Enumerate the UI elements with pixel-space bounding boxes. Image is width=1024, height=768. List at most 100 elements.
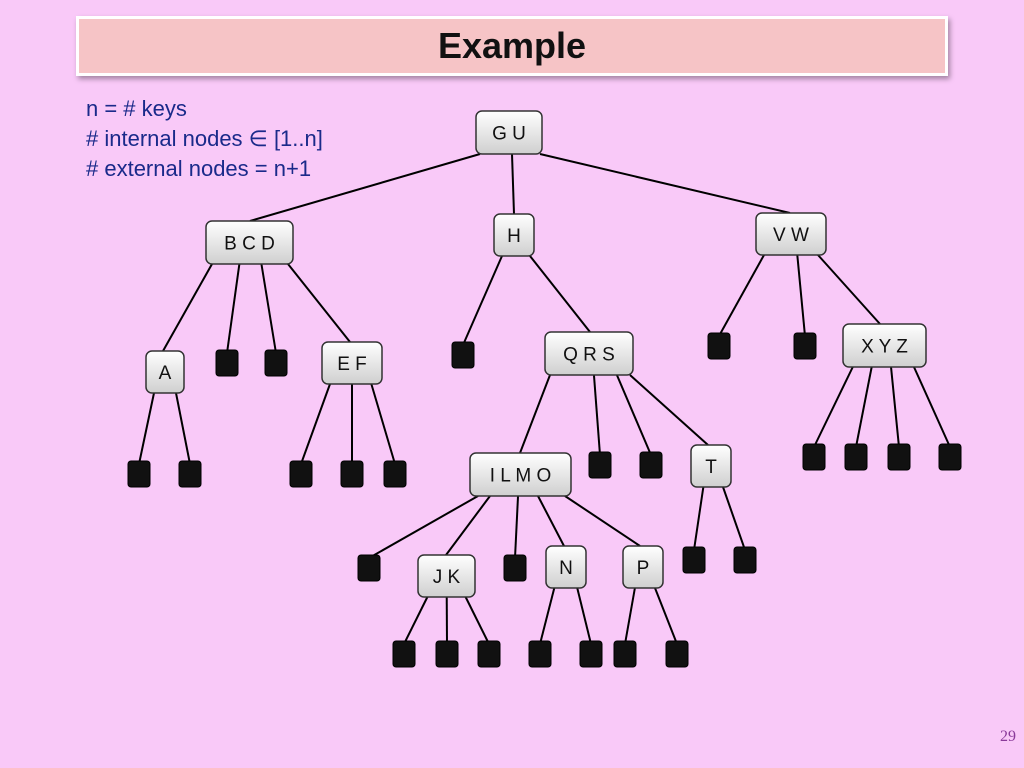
internal-node-qrs: Q R S [544, 331, 634, 376]
node-box [842, 323, 927, 368]
external-node [588, 451, 612, 479]
edge-p-leaf-25 [624, 587, 636, 645]
external-node [127, 460, 151, 488]
external-node [682, 546, 706, 574]
internal-node-ilmo: I L M O [469, 452, 572, 497]
node-box [755, 212, 827, 256]
edge-h-qrs [529, 255, 591, 333]
node-box [417, 554, 476, 598]
title-bar: Example [76, 16, 948, 76]
edge-bcd-leaf-1 [260, 263, 277, 354]
node-box [545, 545, 587, 589]
note-external-nodes: # external nodes = n+1 [86, 156, 312, 181]
node-label: X Y Z [861, 337, 908, 358]
node-label: Q R S [563, 345, 615, 366]
edge-vw-leaf-3 [718, 254, 765, 337]
internal-node-ef: E F [321, 341, 383, 385]
node-box [493, 213, 535, 257]
edge-bcd-a [162, 263, 213, 352]
external-node [613, 640, 637, 668]
node-box [145, 350, 185, 394]
edge-vw-leaf-4 [796, 254, 806, 337]
edge-h-leaf-2 [462, 255, 503, 346]
node-box [205, 220, 294, 265]
edge-qrs-leaf-10 [592, 374, 601, 456]
node-box [622, 545, 664, 589]
edge-gu-h [511, 153, 515, 215]
external-node [435, 640, 459, 668]
node-box [321, 341, 383, 385]
internal-node-a: A [145, 350, 185, 394]
node-label: I L M O [490, 466, 552, 487]
external-node [707, 332, 731, 360]
external-node [340, 460, 364, 488]
node-box [690, 444, 732, 488]
internal-node-gu: G U [475, 110, 543, 155]
edge-t-leaf-19 [722, 486, 746, 551]
internal-node-bcd: B C D [205, 220, 294, 265]
internal-node-jk: J K [417, 554, 476, 598]
internal-node-xyz: X Y Z [842, 323, 927, 368]
edge-ilmo-p [564, 495, 641, 547]
edge-t-leaf-18 [693, 486, 705, 551]
page-number: 29 [1000, 728, 1016, 745]
external-node [793, 332, 817, 360]
node-label: N [559, 558, 573, 579]
external-node [178, 460, 202, 488]
edge-p-leaf-26 [654, 587, 678, 645]
external-node [802, 443, 826, 471]
internal-node-vw: V W [755, 212, 827, 256]
edge-gu-bcd [249, 153, 481, 222]
internal-node-h: H [493, 213, 535, 257]
edge-ef-leaf-9 [370, 383, 396, 465]
slide-title: Example [437, 25, 587, 66]
notes: n = # keys # internal nodes ∈ [1..n] # e… [86, 94, 323, 184]
node-label: J K [433, 567, 461, 588]
external-node [733, 546, 757, 574]
edge-ilmo-n [537, 495, 565, 547]
edge-ilmo-leaf-16 [368, 495, 479, 559]
internal-node-n: N [545, 545, 587, 589]
external-node [264, 349, 288, 377]
edge-a-leaf-5 [138, 392, 155, 465]
external-node [639, 451, 663, 479]
external-node [289, 460, 313, 488]
node-label: A [159, 363, 172, 384]
node-label: G U [492, 124, 526, 145]
edge-bcd-ef [287, 263, 351, 343]
edge-qrs-leaf-11 [615, 374, 652, 456]
external-node [528, 640, 552, 668]
edge-xyz-leaf-13 [855, 366, 873, 448]
node-label: T [705, 457, 717, 478]
edge-n-leaf-24 [576, 587, 592, 645]
edge-bcd-leaf-0 [226, 263, 241, 354]
external-node [215, 349, 239, 377]
edge-xyz-leaf-14 [890, 366, 900, 448]
node-label: H [507, 226, 521, 247]
edge-xyz-leaf-12 [813, 366, 854, 448]
external-node [887, 443, 911, 471]
external-node [503, 554, 527, 582]
edge-jk-leaf-20 [403, 596, 429, 645]
external-node [665, 640, 689, 668]
node-label: E F [337, 354, 367, 375]
edge-a-leaf-6 [175, 392, 191, 465]
note-internal-nodes: # internal nodes ∈ [1..n] [86, 126, 323, 151]
edge-qrs-ilmo [519, 374, 551, 454]
external-node [383, 460, 407, 488]
edge-n-leaf-23 [539, 587, 556, 645]
node-box [475, 110, 543, 155]
node-box [469, 452, 572, 497]
edge-ef-leaf-7 [300, 383, 331, 465]
internal-node-t: T [690, 444, 732, 488]
edge-jk-leaf-22 [464, 596, 490, 645]
node-label: P [637, 558, 650, 579]
edge-vw-xyz [817, 254, 881, 325]
edge-ilmo-leaf-17 [514, 495, 520, 559]
node-label: B C D [224, 234, 275, 255]
note-keys: n = # keys [86, 96, 187, 121]
external-node [357, 554, 381, 582]
external-node [477, 640, 501, 668]
edge-gu-vw [539, 153, 791, 214]
